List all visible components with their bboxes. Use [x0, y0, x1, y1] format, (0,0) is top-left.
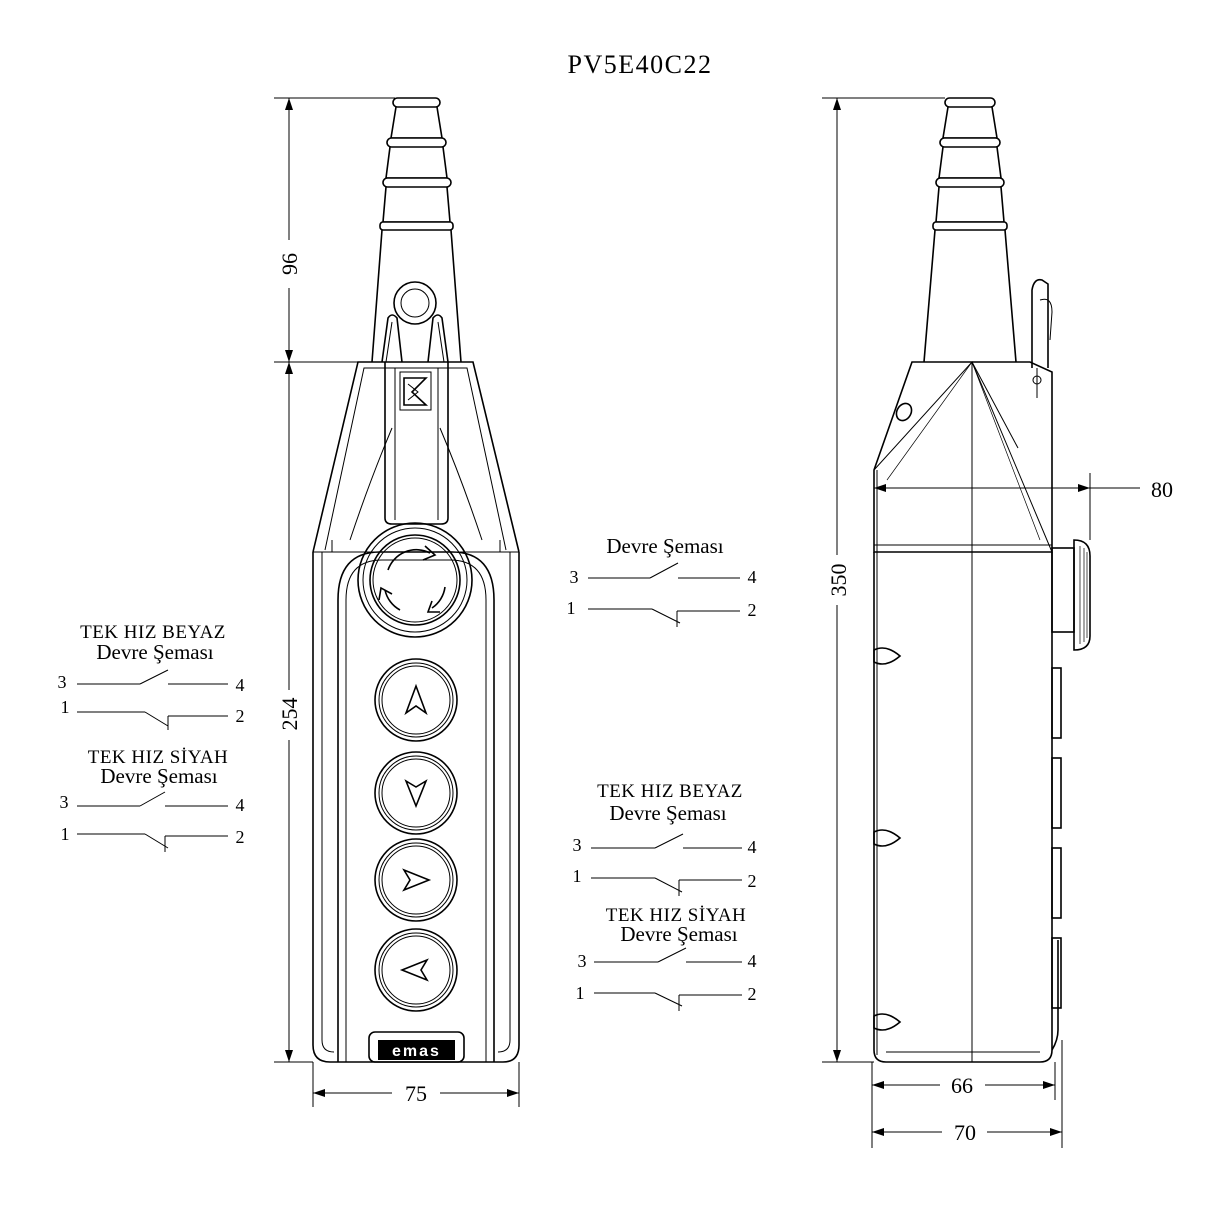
cable-gland: [371, 97, 462, 363]
button-right[interactable]: [374, 838, 458, 922]
emergency-stop-button[interactable]: [357, 522, 473, 638]
dim-side-width-inner: 66: [951, 1073, 973, 1098]
terminal-1: 1: [573, 866, 582, 886]
terminal-3: 3: [573, 835, 582, 855]
side-view: [873, 97, 1091, 1063]
terminal-3: 3: [60, 792, 69, 812]
scheme-subtitle: Devre Şeması: [620, 922, 737, 946]
scheme-subtitle: Devre Şeması: [100, 764, 217, 788]
rotate-arrows-icon: [378, 545, 446, 613]
terminal-1: 1: [576, 983, 585, 1003]
terminal-4: 4: [236, 675, 245, 695]
side-dimensions: 350 80 66 70: [822, 97, 1173, 1148]
side-cable-gland: [923, 97, 1017, 363]
enclosure-body: emas: [312, 551, 520, 1063]
terminal-4: 4: [748, 951, 757, 971]
scheme-title: TEK HIZ SİYAH: [88, 747, 229, 768]
arrow-down-icon: [404, 779, 428, 809]
arrow-up-icon: [404, 683, 428, 716]
terminal-1: 1: [61, 824, 70, 844]
terminal-4: 4: [748, 567, 757, 587]
scheme-subtitle: Devre Şeması: [606, 534, 723, 558]
brand-label: emas: [392, 1043, 441, 1060]
arrow-left-icon: [399, 958, 429, 982]
scheme-right-white: TEK HIZ BEYAZ Devre Şeması 3 4 1 2: [573, 781, 757, 896]
scheme-subtitle: Devre Şeması: [609, 801, 726, 825]
arrow-right-icon: [402, 868, 432, 892]
dim-body-height: 254: [277, 698, 302, 731]
terminal-2: 2: [236, 706, 245, 726]
scheme-title: TEK HIZ BEYAZ: [80, 622, 226, 643]
scheme-title: TEK HIZ SİYAH: [606, 905, 747, 926]
dim-total-height: 350: [826, 564, 851, 597]
button-up[interactable]: [374, 658, 458, 742]
terminal-2: 2: [748, 871, 757, 891]
dim-front-width: 75: [405, 1081, 427, 1106]
dim-side-width-outer: 70: [954, 1120, 976, 1145]
terminal-3: 3: [570, 567, 579, 587]
dim-head-height: 96: [277, 253, 302, 275]
scheme-subtitle: Devre Şeması: [96, 640, 213, 664]
front-dimensions: 96 254 75: [274, 97, 520, 1107]
scheme-left-black: TEK HIZ SİYAH Devre Şeması 3 4 1 2: [60, 747, 245, 852]
terminal-3: 3: [58, 672, 67, 692]
terminal-1: 1: [567, 598, 576, 618]
scheme-top: Devre Şeması 3 4 1 2: [567, 534, 757, 627]
scheme-title: TEK HIZ BEYAZ: [597, 781, 743, 802]
front-view: emas: [312, 97, 520, 1063]
terminal-2: 2: [236, 827, 245, 847]
terminal-2: 2: [748, 600, 757, 620]
scheme-right-black: TEK HIZ SİYAH Devre Şeması 3 4 1 2: [576, 905, 757, 1011]
dim-side-depth: 80: [1151, 477, 1173, 502]
button-down[interactable]: [374, 751, 458, 835]
drawing-title: PV5E40C22: [568, 50, 713, 79]
terminal-3: 3: [578, 951, 587, 971]
enclosure-head: [312, 361, 520, 553]
hanging-ring: [381, 281, 449, 363]
terminal-4: 4: [236, 795, 245, 815]
terminal-4: 4: [748, 837, 757, 857]
side-emergency-stop[interactable]: [1051, 539, 1091, 651]
scheme-left-white: TEK HIZ BEYAZ Devre Şeması 3 4 1 2: [58, 622, 245, 730]
button-left[interactable]: [374, 928, 458, 1012]
terminal-1: 1: [61, 697, 70, 717]
terminal-2: 2: [748, 984, 757, 1004]
